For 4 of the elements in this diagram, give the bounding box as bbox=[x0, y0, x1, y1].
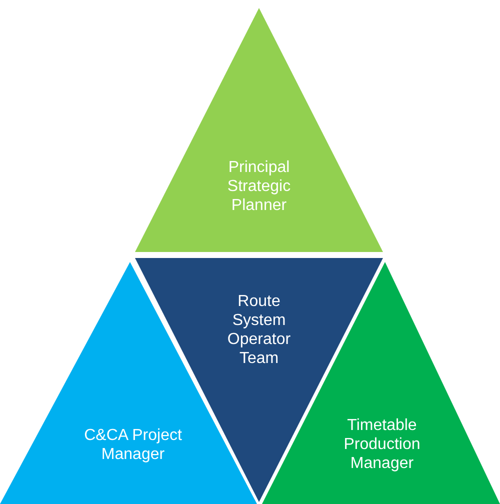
triangle-label: Route System Operator Team bbox=[226, 292, 292, 368]
triangle-label: C&CA Project Manager bbox=[83, 426, 183, 464]
triangle-label: Timetable Production Manager bbox=[342, 416, 422, 473]
triangle-label: Principal Strategic Planner bbox=[226, 158, 292, 215]
